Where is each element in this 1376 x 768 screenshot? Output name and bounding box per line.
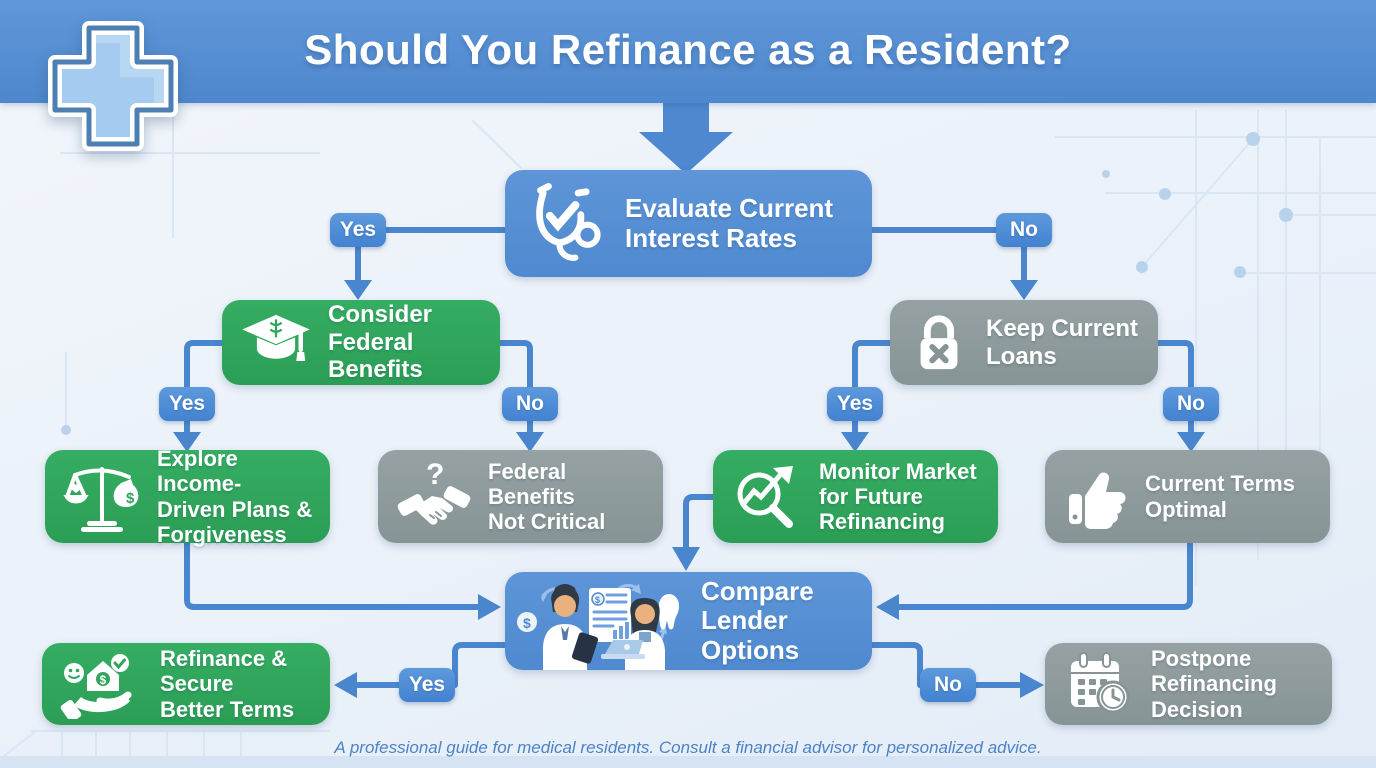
graduation-cap-icon bbox=[240, 310, 312, 376]
calendar-clock-icon bbox=[1063, 649, 1135, 719]
doctors-comparing-illustration: $ $ bbox=[513, 576, 685, 670]
svg-text:$: $ bbox=[126, 490, 135, 507]
node-compare-lender-options: $ $ bbox=[505, 572, 872, 670]
thumbs-up-icon bbox=[1063, 462, 1129, 532]
badge-no-evaluate-right: No bbox=[996, 213, 1052, 247]
badge-no-compare-right: No bbox=[920, 668, 976, 702]
handshake-question-icon: ? bbox=[396, 460, 472, 534]
header-down-arrow bbox=[639, 103, 733, 174]
svg-text:$: $ bbox=[595, 595, 600, 605]
badge-yes-compare-left: Yes bbox=[399, 668, 455, 702]
node-explore-income-driven-plans: $ Explore Income-Driven Plans &Forgivene… bbox=[45, 446, 330, 547]
hand-house-check-icon: $ bbox=[60, 649, 144, 719]
badge-no-consider-right: No bbox=[502, 387, 558, 421]
padlock-x-icon bbox=[908, 310, 970, 376]
page-title: Should You Refinance as a Resident? bbox=[304, 26, 1072, 73]
badge-yes-consider-left: Yes bbox=[159, 387, 215, 421]
svg-text:?: ? bbox=[426, 460, 444, 491]
badge-yes-evaluate-left: Yes bbox=[330, 213, 386, 247]
stethoscope-check-icon bbox=[523, 181, 609, 267]
badge-no-keep-right: No bbox=[1163, 387, 1219, 421]
footer-disclaimer: A professional guide for medical residen… bbox=[334, 738, 1042, 757]
balance-scale-icon: $ bbox=[63, 459, 141, 535]
header-banner: Should You Refinance as a Resident? bbox=[0, 0, 1376, 103]
svg-text:$: $ bbox=[100, 673, 107, 687]
badge-yes-keep-left: Yes bbox=[827, 387, 883, 421]
bottom-accent-band bbox=[0, 756, 1376, 768]
medical-cross-icon bbox=[48, 21, 178, 151]
node-label: Explore Income-Driven Plans &Forgiveness bbox=[157, 446, 313, 547]
svg-text:$: $ bbox=[523, 615, 531, 631]
magnifier-trend-icon bbox=[731, 460, 803, 534]
